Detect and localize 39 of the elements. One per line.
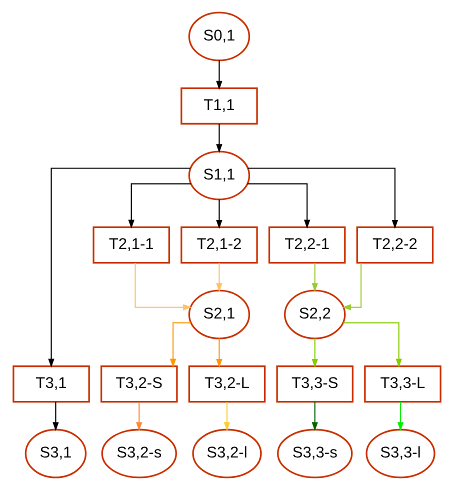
node-ellipse: S0,1 xyxy=(188,12,250,62)
node-box: T3,2-L xyxy=(188,365,266,403)
arrow xyxy=(224,402,230,432)
arrow xyxy=(52,402,59,432)
node-ellipse: S2,2 xyxy=(284,290,346,340)
node-box: T3,2-S xyxy=(100,365,178,403)
node-ellipse: S2,1 xyxy=(188,290,250,340)
arrow xyxy=(248,183,310,229)
node-ellipse: S3,3-l xyxy=(366,428,436,478)
arrow xyxy=(48,168,190,368)
node-ellipse: S3,3-s xyxy=(277,428,353,478)
arrow xyxy=(248,168,398,229)
arrow xyxy=(216,124,222,154)
arrow xyxy=(312,402,318,432)
node-ellipse: S3,2-s xyxy=(101,428,177,478)
arrow xyxy=(170,322,191,368)
arrow xyxy=(397,402,404,432)
arrow xyxy=(342,263,362,310)
arrow xyxy=(136,402,142,432)
arrow xyxy=(216,199,222,229)
arrow xyxy=(128,183,191,229)
node-box: T3,3-S xyxy=(276,365,354,403)
node-box: T1,1 xyxy=(180,87,258,125)
node-ellipse: S3,1 xyxy=(24,428,87,478)
node-box: T3,3-L xyxy=(364,365,442,403)
node-box: T2,2-1 xyxy=(268,226,346,264)
node-box: T2,1-2 xyxy=(180,226,258,264)
arrow xyxy=(312,338,318,368)
node-ellipse: S3,2-l xyxy=(192,428,262,478)
arrow xyxy=(216,338,222,368)
arrow xyxy=(312,262,318,292)
node-ellipse: S1,1 xyxy=(188,150,250,200)
arrow xyxy=(216,262,222,292)
arrow xyxy=(134,263,192,310)
node-box: T2,2-2 xyxy=(356,226,434,264)
arrow xyxy=(216,60,222,90)
node-box: T3,1 xyxy=(12,365,90,403)
arrow xyxy=(343,322,402,368)
node-box: T2,1-1 xyxy=(92,226,170,264)
